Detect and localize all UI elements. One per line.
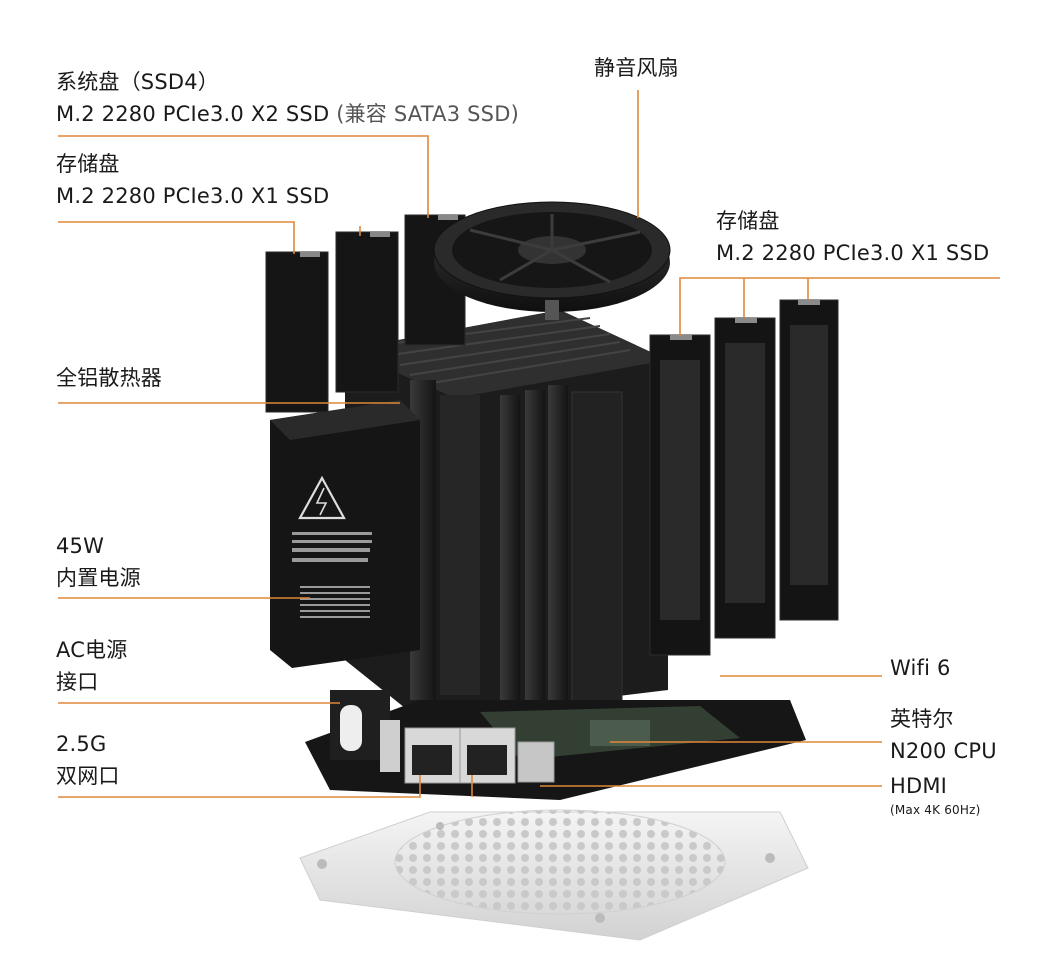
leader-lines xyxy=(58,90,1000,798)
psu-block xyxy=(270,400,420,668)
psu-label: 45W 内置电源 xyxy=(56,530,141,594)
right-ssd-group xyxy=(649,299,839,656)
ssd4-label: 系统盘（SSD4） M.2 2280 PCIe3.0 X2 SSD (兼容 SA… xyxy=(56,66,519,130)
hdmi-note: (Max 4K 60Hz) xyxy=(890,803,981,817)
wifi-label: Wifi 6 xyxy=(890,656,951,680)
silent-fan xyxy=(433,201,671,320)
ssd4-compat-note: (兼容 SATA3 SSD) xyxy=(336,102,519,126)
motherboard xyxy=(305,690,806,800)
base-plate xyxy=(299,809,809,941)
cpu-model: N200 CPU xyxy=(890,739,997,763)
heatsink-body xyxy=(345,310,668,723)
psu-type: 内置电源 xyxy=(56,566,141,590)
lan-ports: 双网口 xyxy=(56,764,120,788)
cpu-brand: 英特尔 xyxy=(890,707,954,731)
lan-speed: 2.5G xyxy=(56,732,107,756)
fan-label: 静音风扇 xyxy=(594,56,679,80)
hdmi-label: HDMI (Max 4K 60Hz) xyxy=(890,770,981,818)
left-ssd-group xyxy=(265,214,466,413)
right-storage-label: 存储盘 M.2 2280 PCIe3.0 X1 SSD xyxy=(716,205,989,269)
heatsink-label: 全铝散热器 xyxy=(56,366,162,390)
psu-wattage: 45W xyxy=(56,534,105,558)
lan-label: 2.5G 双网口 xyxy=(56,728,120,792)
ac-port-line1: AC电源 xyxy=(56,638,128,662)
ssd4-title: 系统盘（SSD4） xyxy=(56,70,219,94)
right-storage-title: 存储盘 xyxy=(716,209,780,233)
ac-port-label: AC电源 接口 xyxy=(56,634,127,698)
ac-port-line2: 接口 xyxy=(56,670,99,694)
ssd4-spec: M.2 2280 PCIe3.0 X2 SSD xyxy=(56,102,330,126)
cpu-label: 英特尔 N200 CPU xyxy=(890,703,997,767)
right-storage-spec: M.2 2280 PCIe3.0 X1 SSD xyxy=(716,241,990,265)
ssd4-spec-line: M.2 2280 PCIe3.0 X2 SSD (兼容 SATA3 SSD) xyxy=(56,98,519,130)
hdmi-title: HDMI xyxy=(890,774,948,798)
left-storage-title: 存储盘 xyxy=(56,152,120,176)
left-storage-label: 存储盘 M.2 2280 PCIe3.0 X1 SSD xyxy=(56,148,329,212)
left-storage-spec: M.2 2280 PCIe3.0 X1 SSD xyxy=(56,184,330,208)
